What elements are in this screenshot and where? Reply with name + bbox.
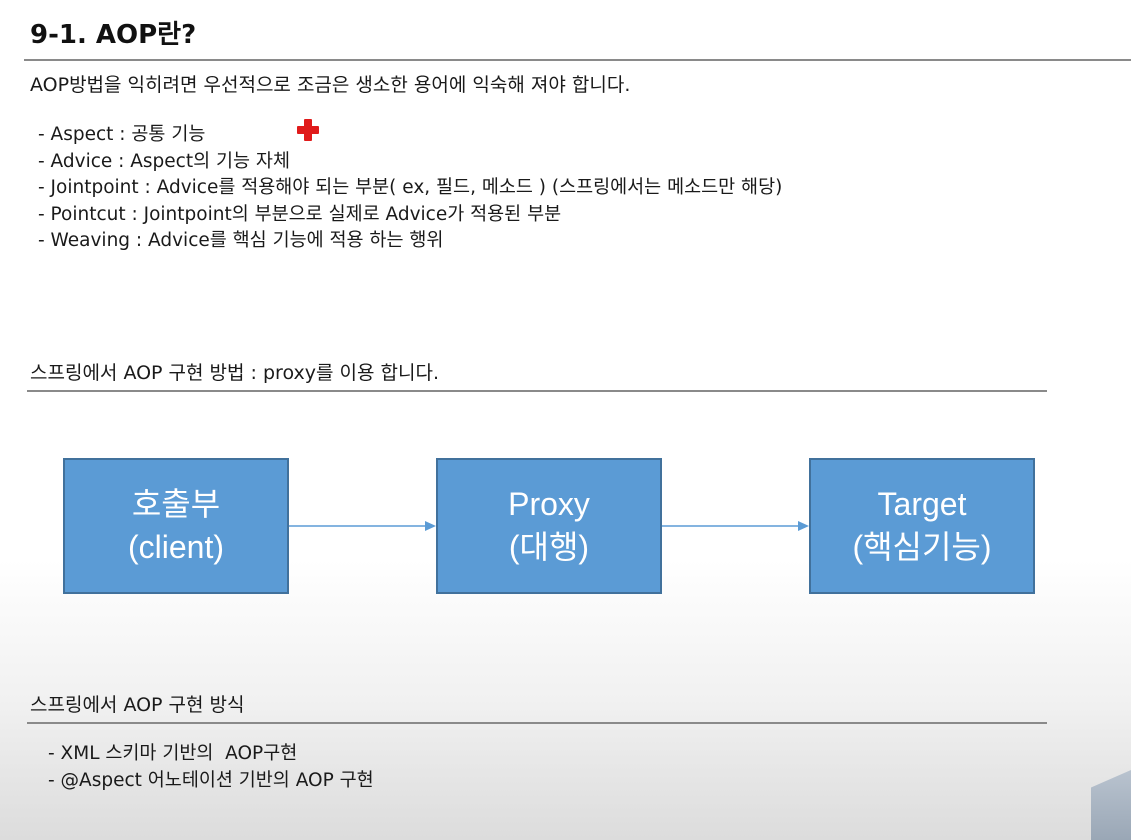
proxy-box: Proxy (대행): [436, 458, 662, 594]
method-list: - XML 스키마 기반의 AOP구현 - @Aspect 어노테이션 기반의 …: [48, 740, 374, 794]
term-weaving: - Weaving : Advice를 핵심 기능에 적용 하는 행위: [38, 230, 444, 251]
term-jointpoint: - Jointpoint : Advice를 적용해야 되는 부분( ex, 필…: [38, 177, 783, 198]
method-aspect-annotation: - @Aspect 어노테이션 기반의 AOP 구현: [48, 770, 374, 791]
arrow-client-to-proxy: [289, 521, 436, 531]
intro-text: AOP방법을 익히려면 우선적으로 조금은 생소한 용어에 익숙해 져야 합니다…: [30, 74, 631, 96]
target-box-subtitle: (핵심기능): [852, 529, 992, 565]
term-aspect: - Aspect : 공통 기능: [38, 124, 206, 145]
method-xml-schema: - XML 스키마 기반의 AOP구현: [48, 743, 298, 764]
proxy-box-title: Proxy: [508, 486, 590, 522]
target-box: Target (핵심기능): [809, 458, 1035, 594]
methods-section-divider: [27, 722, 1047, 724]
title-divider: [24, 59, 1131, 61]
term-list: - Aspect : 공통 기능 - Advice : Aspect의 기능 자…: [38, 122, 782, 255]
target-box-title: Target: [877, 486, 967, 522]
proxy-section-heading: 스프링에서 AOP 구현 방법 : proxy를 이용 합니다.: [30, 362, 439, 384]
arrow-proxy-to-target: [662, 521, 809, 531]
term-advice: - Advice : Aspect의 기능 자체: [38, 150, 290, 172]
red-cross-icon: [297, 119, 319, 141]
client-box-subtitle: (client): [127, 529, 224, 565]
term-pointcut: - Pointcut : Jointpoint의 부분으로 실제로 Advice…: [38, 203, 562, 225]
client-box-title: 호출부: [131, 486, 221, 522]
proxy-section-divider: [27, 390, 1047, 392]
proxy-box-subtitle: (대행): [508, 529, 590, 565]
slide-title: 9-1. AOP란?: [30, 20, 197, 50]
client-box: 호출부 (client): [63, 458, 289, 594]
methods-section-heading: 스프링에서 AOP 구현 방식: [30, 694, 245, 716]
corner-decoration: [1091, 770, 1131, 840]
